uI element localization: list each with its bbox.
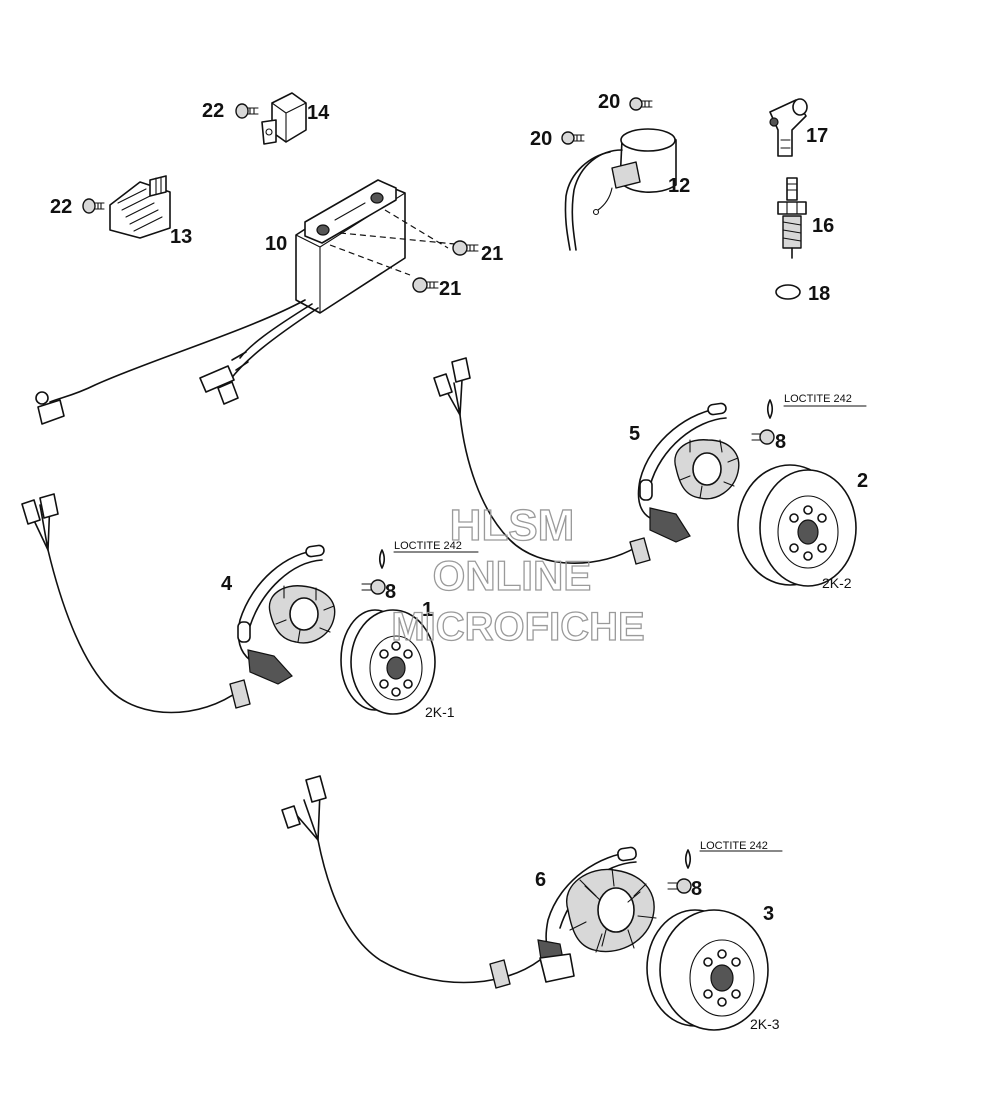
- part-12-ignition-coil: [564, 128, 677, 251]
- variant-label-2k3: 2K-3: [750, 1016, 780, 1032]
- screw-20-top: [629, 97, 653, 111]
- part-6-stator-2k3: [281, 775, 657, 989]
- callout-8-2k3: 8: [691, 878, 702, 900]
- watermark-line-2: ONLINE: [433, 552, 592, 599]
- screw-21-upper: [452, 240, 479, 256]
- callout-16: 16: [812, 215, 834, 237]
- part-1-rotor-2k1: [340, 609, 436, 715]
- callout-18: 18: [808, 283, 830, 305]
- screw-22-top: [235, 103, 259, 119]
- callout-21-upper: 21: [481, 243, 503, 265]
- screw-20-left: [561, 131, 585, 145]
- callout-8-2k2: 8: [775, 431, 786, 453]
- callout-14: 14: [307, 102, 330, 124]
- callout-12: 12: [668, 175, 690, 197]
- part-13-regulator: [109, 175, 171, 239]
- callout-17: 17: [806, 125, 828, 147]
- variant-label-2k1: 2K-1: [425, 704, 455, 720]
- screw-8-2k2: [751, 429, 775, 445]
- callout-13: 13: [170, 226, 192, 248]
- callout-20-top: 20: [598, 91, 620, 113]
- callout-10: 10: [265, 233, 287, 255]
- callout-2: 2: [857, 470, 868, 492]
- loctite-note-2k2: LOCTITE 242: [784, 393, 852, 405]
- part-2-rotor-2k2: [737, 464, 857, 587]
- watermark-line-1: HLSM: [450, 501, 575, 550]
- loctite-note-2k1: LOCTITE 242: [394, 540, 462, 552]
- part-10-cdi-unit: [35, 179, 456, 425]
- callout-21-lower: 21: [439, 278, 461, 300]
- callout-4: 4: [221, 573, 233, 595]
- callout-22-top: 22: [202, 100, 224, 122]
- screw-8-2k1: [361, 579, 386, 595]
- loctite-drop-2k1: [378, 549, 479, 569]
- callout-20-left: 20: [530, 128, 552, 150]
- callout-22-left: 22: [50, 196, 72, 218]
- callout-6: 6: [535, 869, 546, 891]
- loctite-note-2k3: LOCTITE 242: [700, 840, 768, 852]
- watermark-line-3: MICROFICHE: [391, 605, 644, 649]
- variant-label-2k2: 2K-2: [822, 575, 852, 591]
- callout-1: 1: [422, 599, 433, 621]
- callout-8-2k1: 8: [385, 581, 396, 603]
- screw-22-left: [82, 198, 105, 214]
- loctite-drop-2k3: [684, 849, 783, 869]
- screw-8-2k3: [667, 878, 692, 894]
- part-14-relay: [261, 92, 307, 145]
- part-4-stator-2k1: [21, 493, 336, 714]
- part-16-spark-plug: [777, 177, 807, 259]
- loctite-drop-2k2: [766, 399, 867, 419]
- part-17-spark-plug-cap: [769, 98, 808, 157]
- part-18-sealing-ring: [775, 284, 801, 300]
- callout-3: 3: [763, 903, 774, 925]
- callout-5: 5: [629, 423, 640, 445]
- part-3-rotor-2k3: [646, 909, 769, 1031]
- part-5-stator-2k2: [433, 357, 740, 565]
- screw-21-lower: [412, 277, 439, 293]
